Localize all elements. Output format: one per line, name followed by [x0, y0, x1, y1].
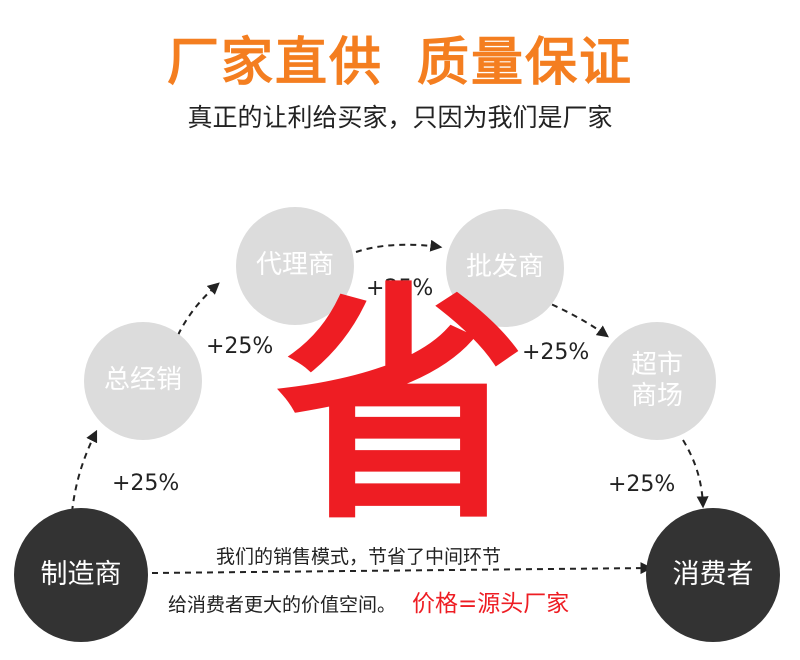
node-distributor-label: 总经销	[103, 365, 182, 396]
node-wholesaler-label: 批发商	[465, 252, 544, 283]
node-consumer-label: 消费者	[672, 558, 754, 590]
node-agent: 代理商	[236, 207, 354, 325]
arrow-wholesaler-supermarket	[541, 299, 609, 338]
page-subtitle: 真正的让利给买家，只因为我们是厂家	[187, 103, 613, 132]
arrow-agent-wholesaler	[355, 239, 443, 253]
bottom-text-line1: 我们的销售模式，节省了中间环节	[216, 546, 502, 568]
arrow-manufacturer-distributor	[71, 429, 98, 513]
node-consumer: 消费者	[646, 508, 780, 642]
bottom-text-line2: 给消费者更大的价值空间。价格=源头厂家	[168, 584, 569, 618]
markup-label: +25%	[366, 276, 434, 301]
markup-label: +25%	[112, 471, 180, 496]
arrow-distributor-agent	[177, 282, 220, 336]
page-title: 厂家直供质量保证	[0, 20, 800, 95]
title-right: 质量保证	[417, 33, 634, 93]
node-wholesaler: 批发商	[446, 209, 564, 327]
markup-label: +25%	[206, 334, 274, 359]
arrow-supermarket-consumer	[682, 439, 709, 509]
title-left: 厂家直供	[166, 33, 383, 93]
node-manufacturer-label: 制造商	[40, 558, 122, 590]
markup-label: +25%	[522, 340, 590, 365]
markup-label: +25%	[608, 472, 676, 497]
node-supermarket-label: 超市商场	[630, 349, 683, 411]
node-supermarket: 超市商场	[598, 322, 716, 440]
node-agent-label: 代理商	[255, 250, 334, 281]
save-character: 省	[276, 262, 526, 553]
bottom-text-line2-main: 给消费者更大的价值空间。	[168, 594, 397, 616]
node-distributor: 总经销	[84, 322, 202, 440]
price-highlight: 价格=源头厂家	[412, 591, 570, 617]
node-manufacturer: 制造商	[14, 508, 148, 642]
